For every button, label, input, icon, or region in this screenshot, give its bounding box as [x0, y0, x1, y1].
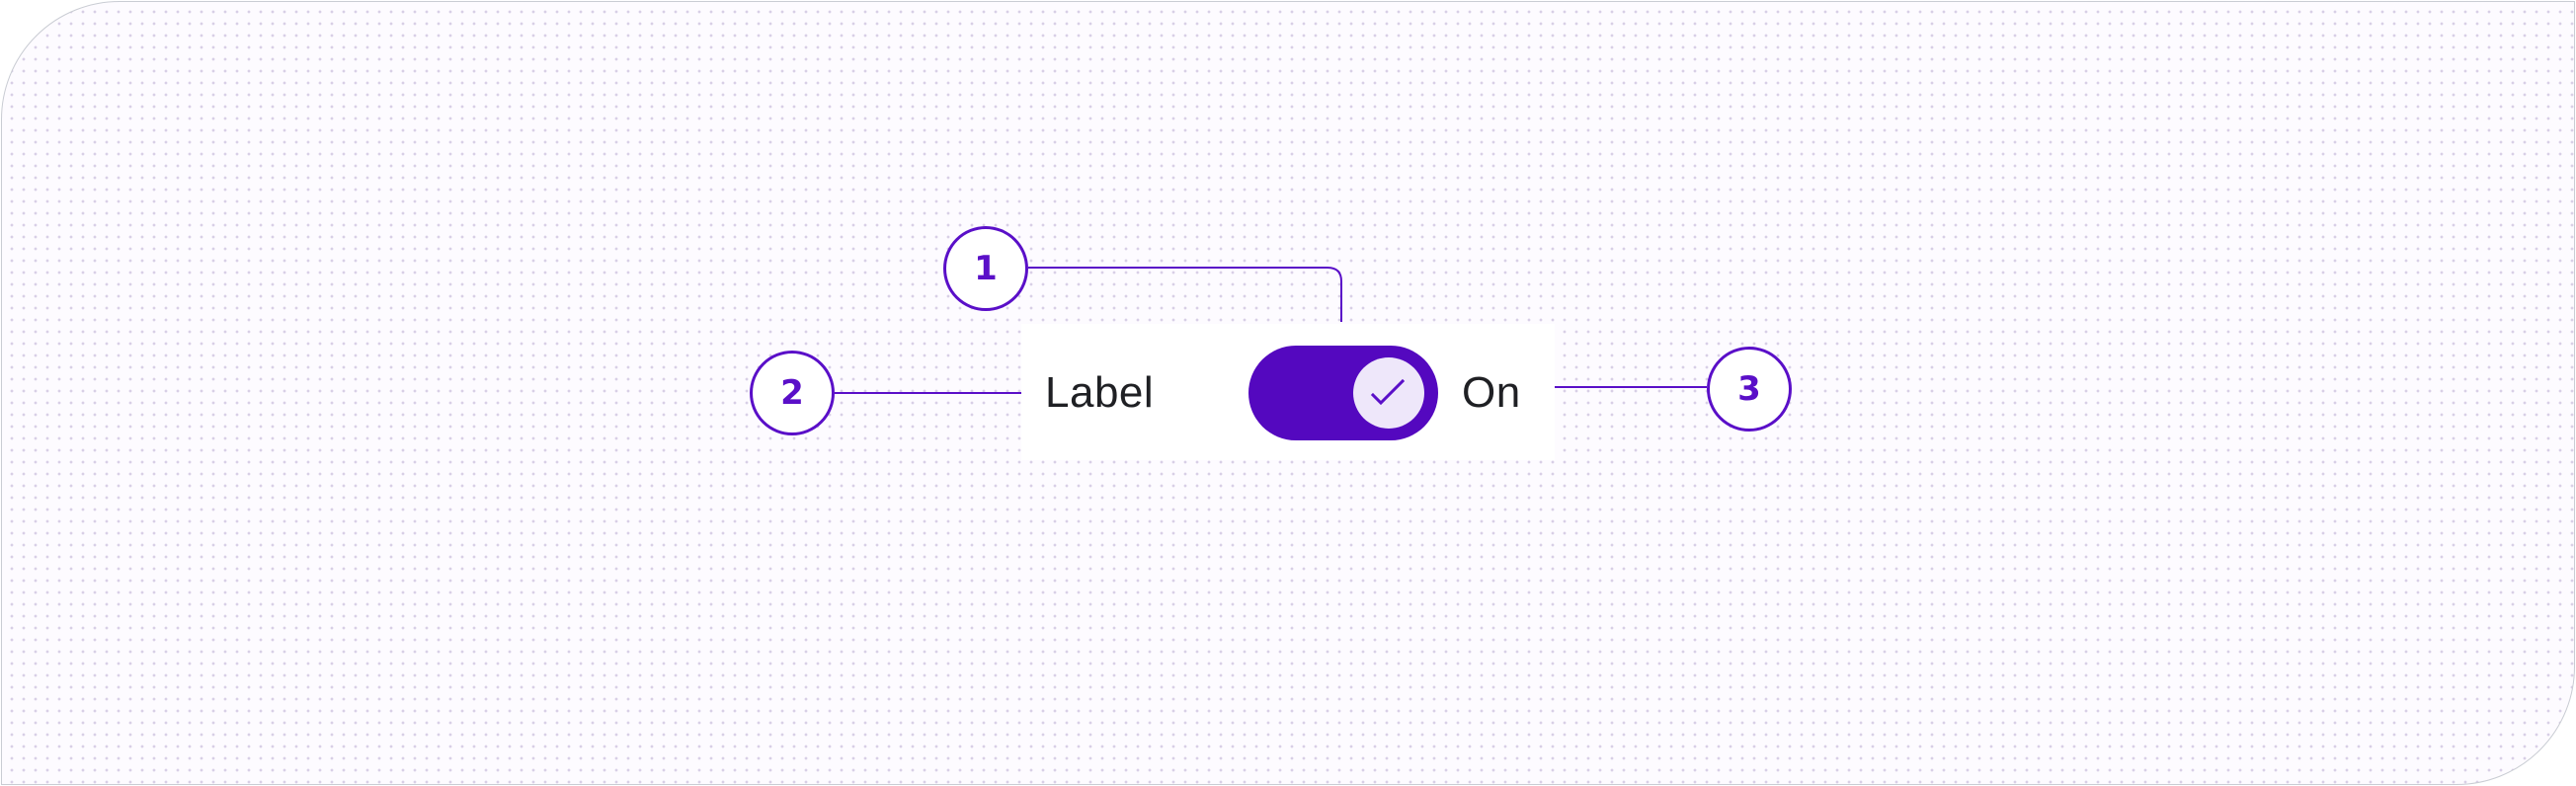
- switch-thumb[interactable]: [1353, 357, 1424, 429]
- checkmark-icon: [1370, 378, 1406, 406]
- switch-state-text: On: [1462, 368, 1521, 417]
- callout-marker-2: 2: [750, 351, 835, 435]
- switch-label: Label: [1045, 368, 1155, 417]
- callout-marker-1: 1: [943, 226, 1028, 311]
- toggle-switch[interactable]: [1248, 346, 1438, 440]
- callout-number: 3: [1737, 369, 1761, 409]
- switch-component: Label On: [1021, 324, 1555, 460]
- callout-marker-3: 3: [1707, 347, 1792, 432]
- callout-number: 2: [780, 373, 804, 413]
- callout-number: 1: [974, 249, 998, 288]
